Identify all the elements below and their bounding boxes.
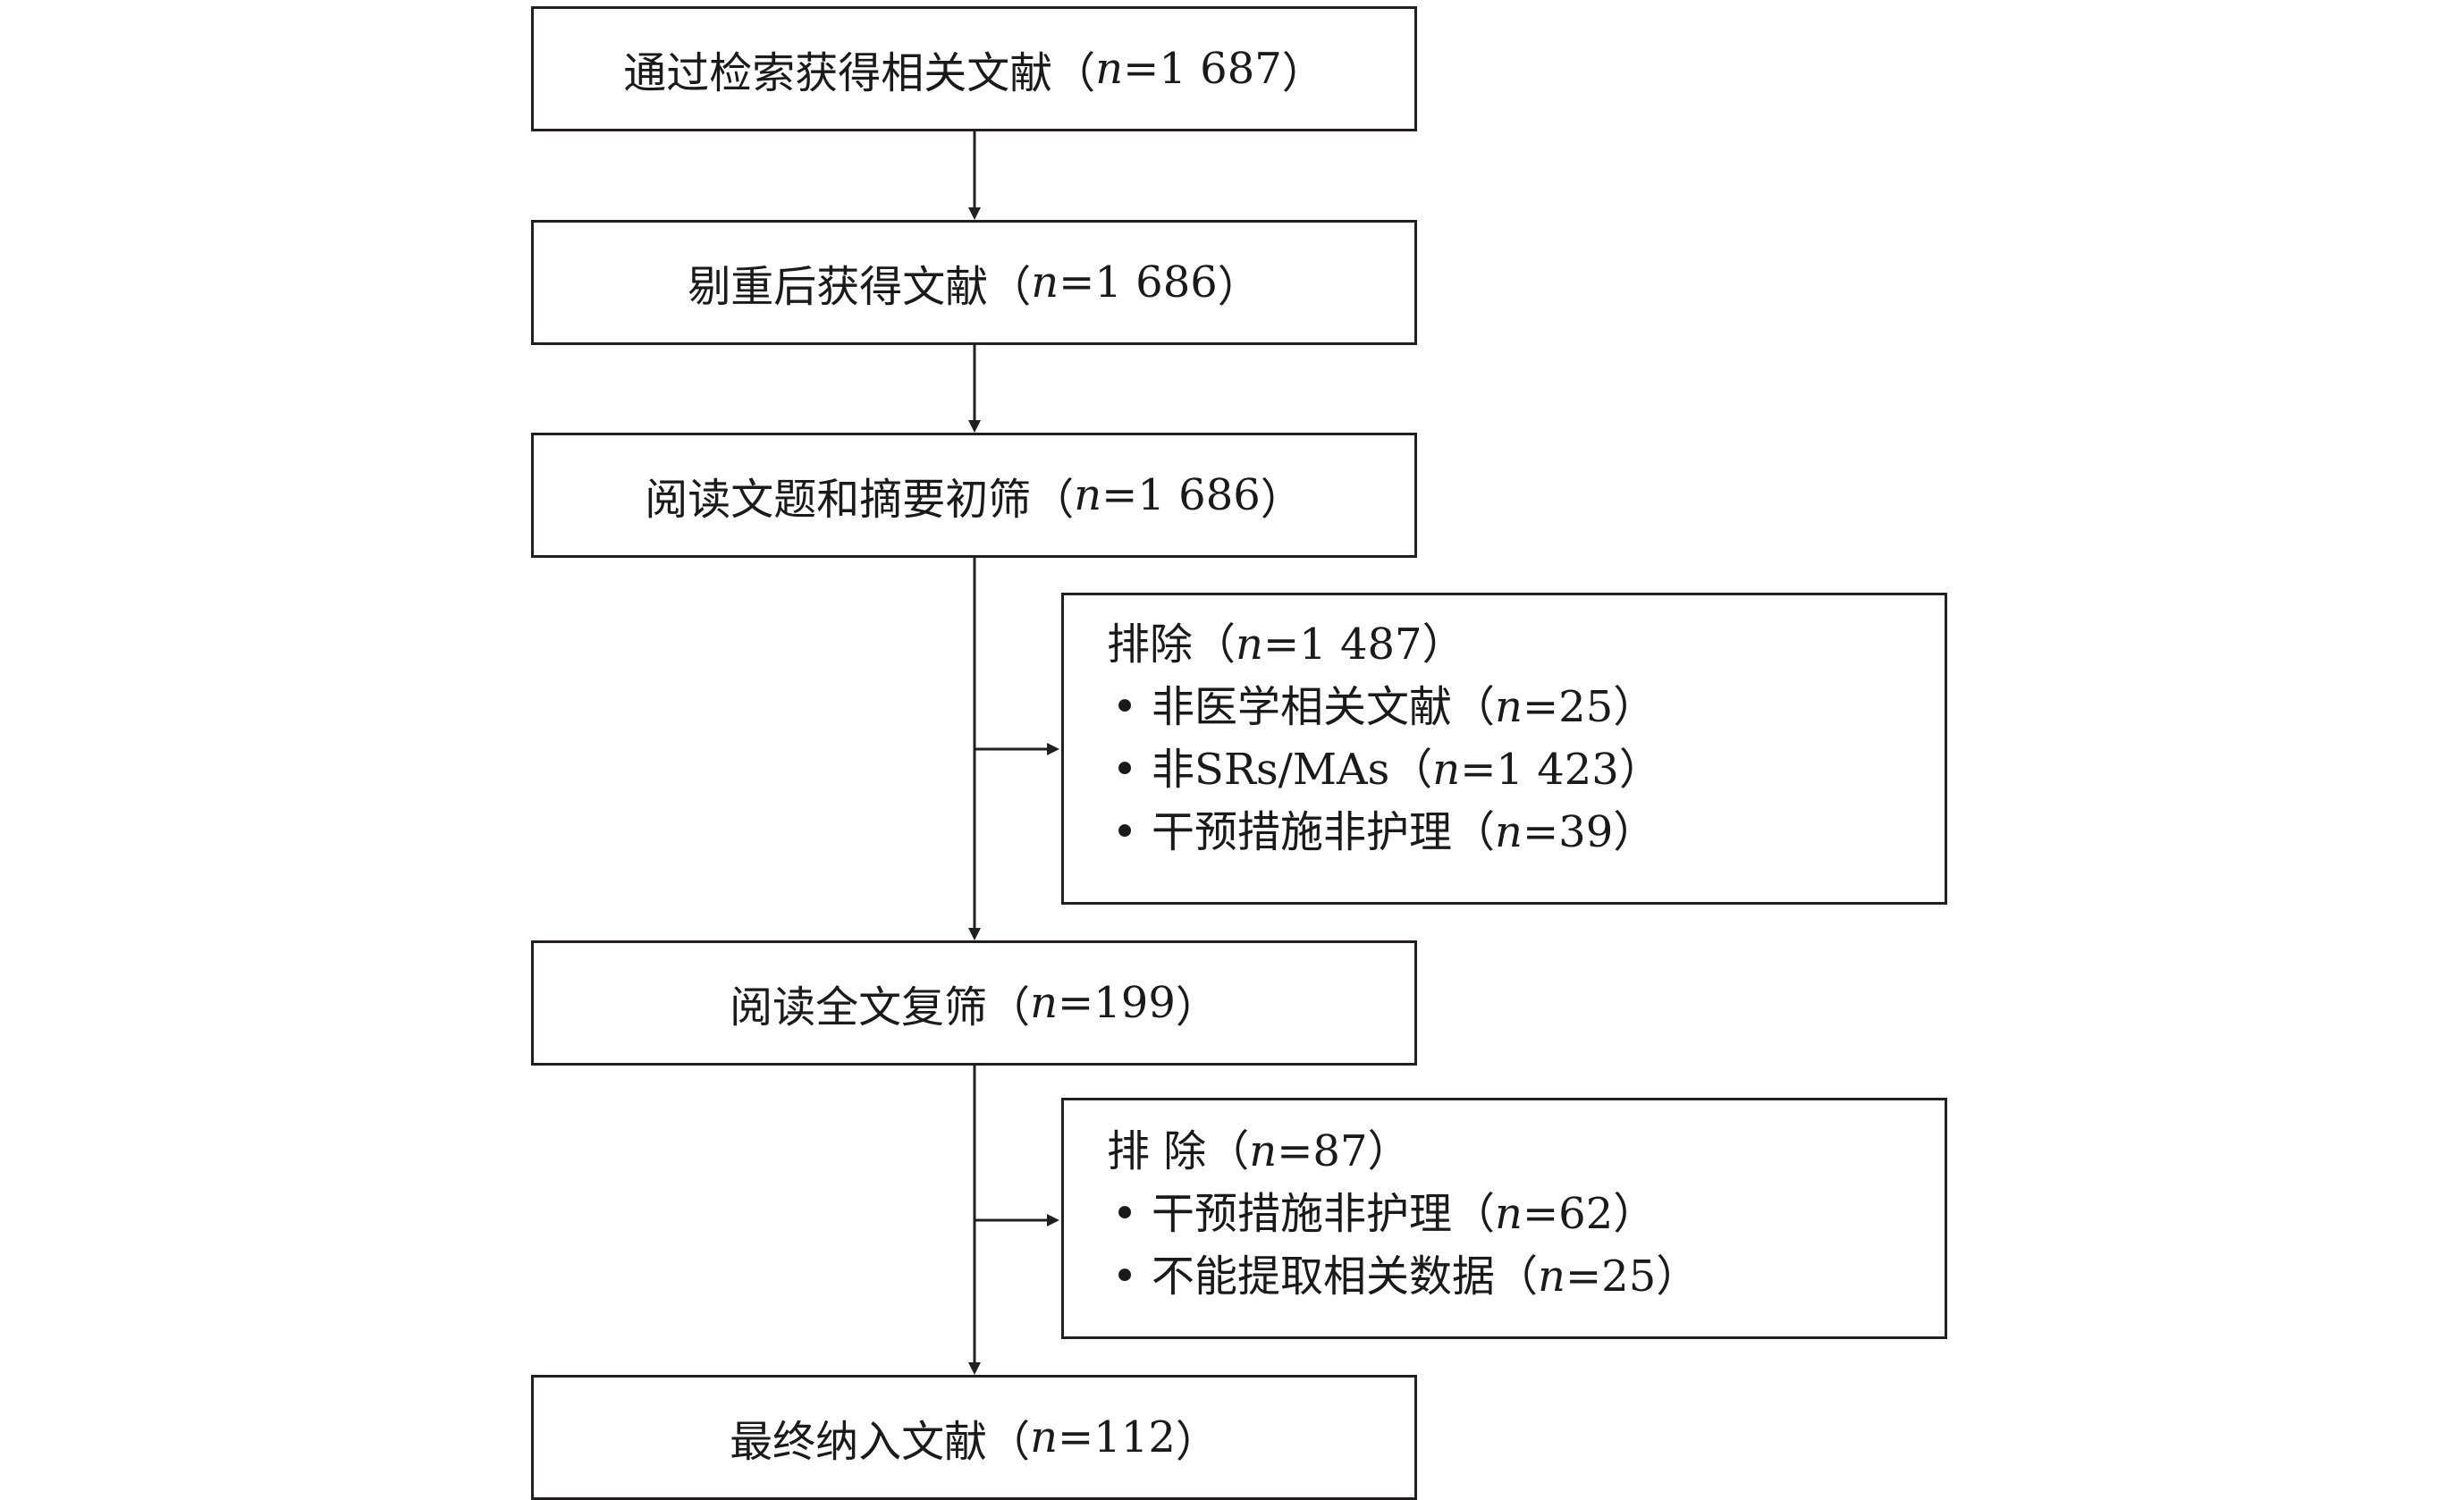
exclusion-2-item: • 不能提取相关数据（n=25）: [1107, 1245, 1945, 1308]
box-dedup: 剔重后获得文献（n=1 686）: [531, 220, 1417, 345]
box-dedup-label: 剔重后获得文献（: [688, 262, 1032, 312]
exclusion-1-title-value: =1 487: [1262, 619, 1422, 670]
n-symbol: n: [1249, 1126, 1278, 1176]
close-paren: ）: [1613, 1189, 1657, 1239]
bullet-icon: •: [1111, 682, 1138, 732]
box-dedup-value: =1 686: [1059, 257, 1218, 308]
close-paren: ）: [1656, 1251, 1700, 1302]
close-paren: ）: [1618, 745, 1662, 795]
box-fulltext-label: 阅读全文复筛（: [730, 982, 1031, 1032]
exclusion-box-1: 排除（n=1 487） •非医学相关文献（n=25） •非SRs/MAs（n=1…: [1061, 593, 1947, 905]
exclusion-1-item: • 非医学相关文献（n=25）: [1107, 676, 1945, 738]
box-screen-title-label: 阅读文题和摘要初筛（: [645, 475, 1075, 525]
box-included-value: =112: [1058, 1412, 1176, 1462]
n-symbol: n: [1432, 745, 1461, 795]
exclusion-item-value: =25: [1522, 682, 1614, 732]
box-screen-title: 阅读文题和摘要初筛（n=1 686）: [531, 433, 1417, 558]
n-symbol: n: [1030, 1412, 1059, 1462]
box-fulltext: 阅读全文复筛（n=199）: [531, 940, 1417, 1066]
exclusion-item-value: =25: [1565, 1251, 1657, 1302]
exclusion-item-label: 非医学相关文献（: [1152, 682, 1496, 732]
exclusion-box-2: 排 除（n=87） •干预措施非护理（n=62） •不能提取相关数据（n=25）: [1061, 1098, 1947, 1339]
box-included: 最终纳入文献（n=112）: [531, 1375, 1417, 1500]
bullet-icon: •: [1111, 1251, 1138, 1302]
bullet-icon: •: [1111, 807, 1138, 857]
exclusion-2-title: 排 除（n=87）: [1107, 1120, 1945, 1183]
exclusion-1-title: 排除（n=1 487）: [1107, 613, 1945, 676]
exclusion-item-label: 干预措施非护理（: [1152, 1189, 1496, 1239]
exclusion-1-item: • 干预措施非护理（n=39）: [1107, 801, 1945, 864]
exclusion-2-item: • 干预措施非护理（n=62）: [1107, 1183, 1945, 1245]
n-symbol: n: [1074, 470, 1102, 520]
exclusion-item-value: =1 423: [1460, 745, 1619, 795]
exclusion-item-value: =39: [1522, 807, 1614, 857]
close-paren: ）: [1175, 982, 1219, 1032]
close-paren: ）: [1422, 619, 1465, 670]
exclusion-item-label: 非SRs/MAs（: [1152, 745, 1433, 795]
n-symbol: n: [1030, 978, 1059, 1028]
box-included-label: 最终纳入文献（: [730, 1417, 1031, 1467]
box-fulltext-value: =199: [1058, 978, 1176, 1028]
box-retrieved: 通过检索获得相关文献（n=1 687）: [531, 6, 1417, 131]
n-symbol: n: [1495, 1189, 1523, 1239]
box-retrieved-label: 通过检索获得相关文献（: [623, 48, 1096, 98]
close-paren: ）: [1260, 475, 1304, 525]
close-paren: ）: [1217, 262, 1261, 312]
exclusion-2-title-label: 排 除（: [1107, 1126, 1250, 1176]
bullet-icon: •: [1111, 1189, 1138, 1239]
exclusion-item-label: 干预措施非护理（: [1152, 807, 1496, 857]
close-paren: ）: [1175, 1417, 1219, 1467]
close-paren: ）: [1613, 807, 1657, 857]
box-screen-title-value: =1 686: [1101, 470, 1261, 520]
exclusion-item-label: 不能提取相关数据（: [1152, 1251, 1539, 1302]
n-symbol: n: [1495, 682, 1523, 732]
exclusion-1-item: • 非SRs/MAs（n=1 423）: [1107, 738, 1945, 801]
n-symbol: n: [1095, 44, 1124, 94]
box-retrieved-value: =1 687: [1123, 44, 1282, 94]
close-paren: ）: [1613, 682, 1657, 732]
n-symbol: n: [1538, 1251, 1565, 1302]
exclusion-1-title-label: 排除（: [1107, 619, 1236, 670]
n-symbol: n: [1236, 619, 1263, 670]
exclusion-item-value: =62: [1522, 1189, 1614, 1239]
close-paren: ）: [1367, 1126, 1411, 1176]
close-paren: ）: [1281, 48, 1325, 98]
n-symbol: n: [1495, 807, 1523, 857]
bullet-icon: •: [1111, 745, 1138, 795]
exclusion-2-title-value: =87: [1277, 1126, 1368, 1176]
n-symbol: n: [1031, 257, 1059, 308]
